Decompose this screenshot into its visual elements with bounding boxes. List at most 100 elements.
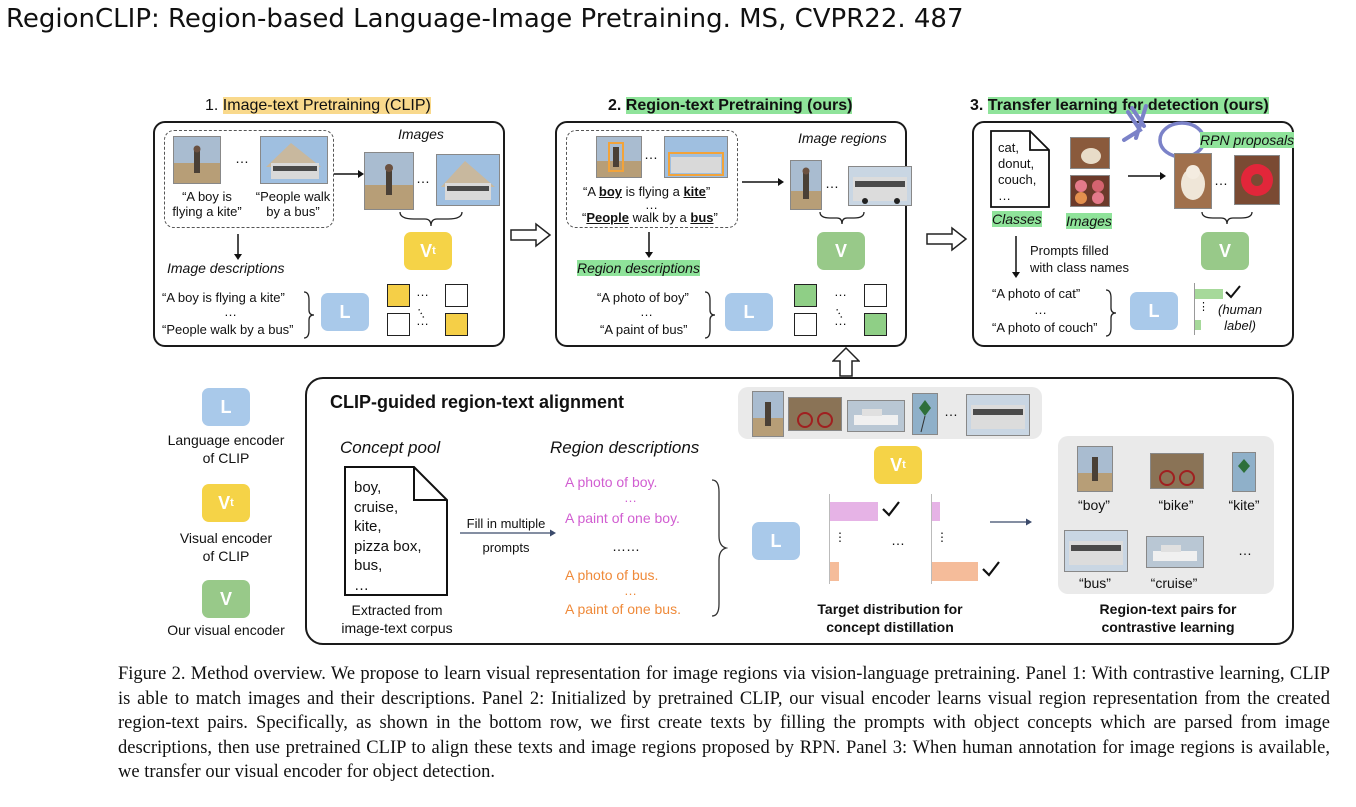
concept-item: bus, <box>354 557 383 574</box>
prompt-note: Prompts filled with class names <box>1030 242 1129 276</box>
fill-line2: prompts <box>482 540 530 555</box>
extracted-note: Extracted from image-text corpus <box>330 601 464 637</box>
human-label-line1: (human <box>1218 302 1263 317</box>
dist-bar-boy-boy <box>830 502 878 521</box>
concept-item: … <box>354 576 369 594</box>
region-desc-label: Region descriptions <box>550 438 700 457</box>
panel1-desc2: “People walk by a bus” <box>162 322 294 337</box>
pair-label-cruise: “cruise” <box>1150 575 1198 591</box>
vt-letter: V <box>420 240 433 261</box>
class-item: couch, <box>998 172 1037 187</box>
arrow-right-icon <box>460 529 556 537</box>
fill-prompts-note: Fill in multiple prompts <box>456 512 556 560</box>
dist-vdots: ⋮ <box>1198 301 1209 313</box>
dist-axis-boy <box>829 494 830 584</box>
panel3-title-text: Transfer learning for detection (ours) <box>987 97 1269 114</box>
match-cell <box>387 313 410 336</box>
prompt-boy-1: A photo of boy. <box>565 474 658 490</box>
match-cell <box>387 284 410 307</box>
matrix-dots: … <box>416 313 429 328</box>
brace-icon <box>819 211 865 225</box>
panel1-caption1: “A boy is flying a kite” <box>170 189 244 219</box>
region-bus-photo <box>664 136 728 178</box>
arrow-right-icon <box>334 170 364 178</box>
bus-photo <box>260 136 328 184</box>
our-visual-encoder: V <box>1201 232 1249 270</box>
region-boy-photo <box>596 136 642 178</box>
figure-caption: Figure 2. Method overview. We propose to… <box>118 664 1330 782</box>
bottom-language-encoder: L <box>752 522 800 560</box>
cap1-post: ” <box>705 184 711 199</box>
cap2-pre: “ <box>582 210 587 225</box>
classes-document-icon <box>990 130 1050 208</box>
panel3-images-label: Images <box>1066 213 1112 229</box>
legend-language-encoder: L <box>202 388 250 426</box>
cap1-word-boy: boy <box>598 184 623 199</box>
panel1-caption2-line1: “People walk <box>255 189 331 204</box>
legend-vt-subscript: t <box>230 497 234 509</box>
panel2-desc-label: Region descriptions <box>577 260 700 276</box>
legend-l-text: Language encoder of CLIP <box>150 431 302 467</box>
region-crop-kite <box>912 393 938 435</box>
language-encoder-clip: L <box>725 293 773 331</box>
pair-label-bus: “bus” <box>1079 575 1111 591</box>
hollow-arrow-right-icon <box>510 222 552 248</box>
rpn-proposals-label: RPN proposals <box>1200 132 1295 148</box>
panel2-caption-dots: … <box>645 197 658 212</box>
concept-item: kite, <box>354 518 382 535</box>
panel2-photo-dots: … <box>644 146 658 162</box>
fill-line1: Fill in multiple <box>466 516 546 531</box>
rpn-dots: … <box>1214 172 1228 188</box>
dist-bar-bus-boy <box>932 502 940 521</box>
panel1-caption2-line2: by a bus” <box>266 204 320 219</box>
prompt-boy-2: A paint of one boy. <box>565 510 680 526</box>
region-crop-boy <box>752 391 784 437</box>
class-item: cat, <box>998 140 1019 155</box>
panel3-title: 3. Transfer learning for detection (ours… <box>970 97 1269 115</box>
class-item: donut, <box>998 156 1035 171</box>
cap1-pre: “A <box>583 184 599 199</box>
rpn-cat-crop <box>1174 153 1212 209</box>
arrow-down-icon <box>234 234 242 260</box>
match-cell <box>794 284 817 307</box>
legend-l-line1: Language encoder <box>167 432 285 448</box>
checkmark-icon <box>982 561 1000 577</box>
arrow-down-icon <box>645 232 653 258</box>
prompts-right-brace <box>711 479 728 617</box>
pair-label-kite: “kite” <box>1228 497 1260 513</box>
arrow-right-icon <box>742 178 784 186</box>
legend-vt-letter: V <box>218 492 231 513</box>
matrix-dots: … <box>834 284 847 299</box>
our-visual-encoder: V <box>817 232 865 270</box>
pair-cruise-crop <box>1146 536 1204 568</box>
panel1-image2 <box>436 154 500 206</box>
concept-pool-document-icon <box>344 466 448 596</box>
panel2-desc-dots: … <box>640 304 653 319</box>
pair-label-boy: “boy” <box>1078 497 1110 513</box>
human-label-bar-cat <box>1195 289 1223 299</box>
panel1-desc1: “A boy is flying a kite” <box>162 290 285 305</box>
human-label-line2: label) <box>1224 318 1256 333</box>
prompt-note-line1: Prompts filled <box>1030 243 1109 258</box>
panel1-images-label: Images <box>398 126 444 142</box>
vt-subscript: t <box>432 245 436 257</box>
pairs-label: Region-text pairs for contrastive learni… <box>1070 600 1266 636</box>
panel2-caption1: “A boy is flying a kite” <box>583 184 710 199</box>
panel1-right-brace <box>303 291 315 339</box>
panel1-image-text-group <box>164 130 334 228</box>
legend-vt-line1: Visual encoder <box>179 530 273 546</box>
panel2-region1 <box>790 160 822 210</box>
panel2-title-text: Region-text Pretraining (ours) <box>625 97 853 114</box>
brace-icon <box>1201 211 1253 225</box>
prompt-bus-1: A photo of bus. <box>565 567 659 583</box>
prompt-middle-dots: …… <box>612 538 640 554</box>
panel1-image-dots: … <box>416 170 430 186</box>
concept-item: boy, <box>354 479 382 496</box>
panel2-right-brace <box>704 291 716 339</box>
match-cell <box>864 313 887 336</box>
prompt-bus-2: A paint of one bus. <box>565 601 681 617</box>
pairs-line1: Region-text pairs for <box>1099 601 1237 617</box>
panel3-desc2: “A photo of couch” <box>992 320 1098 335</box>
panel1-caption2: “People walk by a bus” <box>252 189 334 219</box>
